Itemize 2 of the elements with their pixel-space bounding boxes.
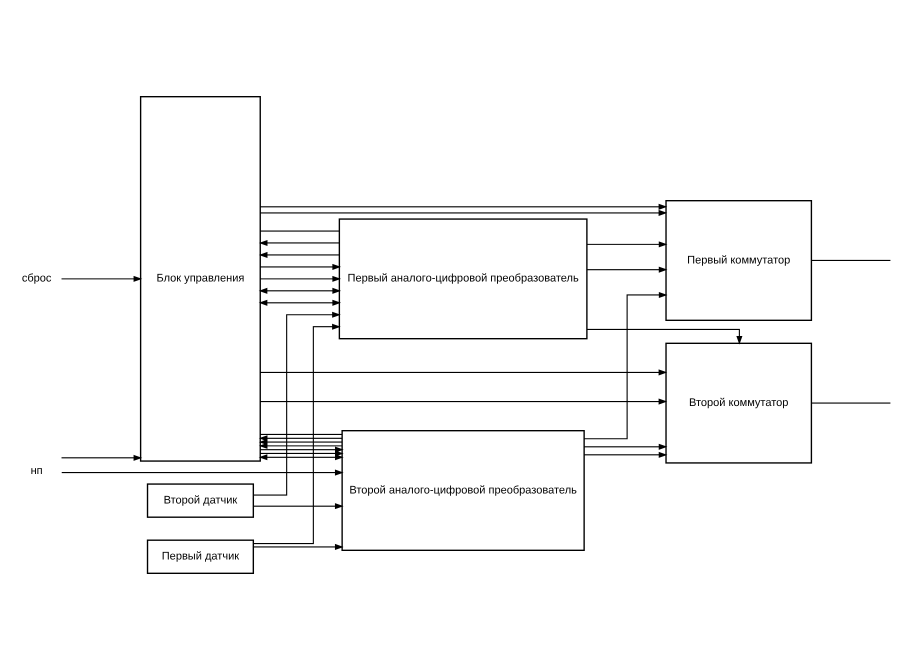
node-text: сброс (22, 272, 52, 284)
node-text: нп (30, 464, 43, 477)
